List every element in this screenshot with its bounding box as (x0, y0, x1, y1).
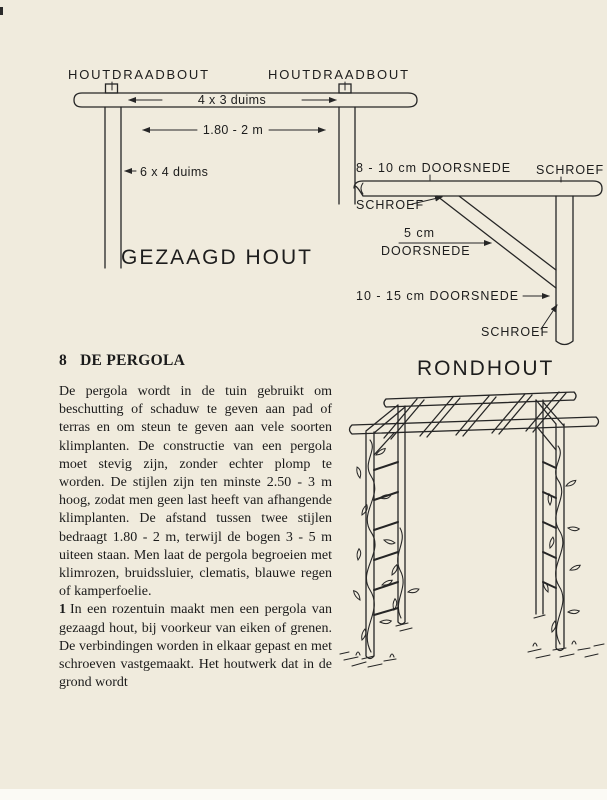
post-size-label: 6 x 4 duims (140, 165, 208, 179)
section-number: 8 (59, 352, 68, 369)
brace-size-label-line2: DOORSNEDE (381, 244, 471, 258)
sawn-wood-caption: GEZAAGD HOUT (121, 246, 313, 269)
sawn-post-left (104, 106, 122, 269)
pergola-vines (365, 439, 564, 653)
bolt-label-right: HOUTDRAADBOUT (268, 67, 410, 82)
pergola-post-back-right (535, 399, 544, 615)
round-post-size-label: 10 - 15 cm DOORSNEDE (356, 289, 519, 303)
sawn-wood-labels: HOUTDRAADBOUT HOUTDRAADBOUT 4 x 3 duims … (68, 67, 410, 269)
round-beam (353, 180, 603, 197)
article-column: 8 DE PERGOLA De pergola wordt in de tuin … (59, 352, 332, 692)
screw-label-left: SCHROEF (356, 198, 424, 212)
page-bottom-edge (0, 789, 607, 800)
sawn-wood-drawing (73, 81, 418, 269)
body-paragraph-2-text: In een rozentuin maakt men een pergola v… (59, 602, 332, 691)
pergola-ground (339, 614, 605, 668)
brace-size-label-line1: 5 cm (404, 226, 435, 240)
section-title: DE PERGOLA (80, 352, 186, 369)
round-wood-caption: RONDHOUT (417, 357, 554, 380)
body-paragraph-1: De pergola wordt in de tuin gebruikt om … (59, 384, 332, 600)
round-wood-drawing (353, 174, 603, 346)
section-heading: 8 DE PERGOLA (59, 352, 332, 370)
sawn-beam (73, 92, 418, 108)
sawn-wood-diagram: HOUTDRAADBOUT HOUTDRAADBOUT 4 x 3 duims … (68, 67, 418, 269)
bolt-label-left: HOUTDRAADBOUT (68, 67, 210, 82)
pergola-post-back-left (397, 405, 406, 625)
span-label: 1.80 - 2 m (203, 123, 263, 137)
item-number: 1 (59, 602, 66, 618)
round-wood-labels: 8 - 10 cm DOORSNEDE SCHROEF SCHROEF 5 cm… (356, 161, 604, 380)
scan-artifact (0, 7, 3, 15)
pergola-trellis (373, 461, 557, 616)
screw-label-top: SCHROEF (536, 163, 604, 177)
round-post (555, 195, 574, 346)
round-beam-size-label: 8 - 10 cm DOORSNEDE (356, 161, 511, 175)
beam-size-label: 4 x 3 duims (198, 93, 266, 107)
sawn-post-right (338, 106, 356, 205)
pergola-frame (348, 391, 600, 660)
pergola-illustration (339, 391, 605, 668)
round-wood-diagram: 8 - 10 cm DOORSNEDE SCHROEF SCHROEF 5 cm… (353, 161, 604, 380)
round-brace (436, 195, 557, 289)
screw-label-bottom: SCHROEF (481, 325, 549, 339)
